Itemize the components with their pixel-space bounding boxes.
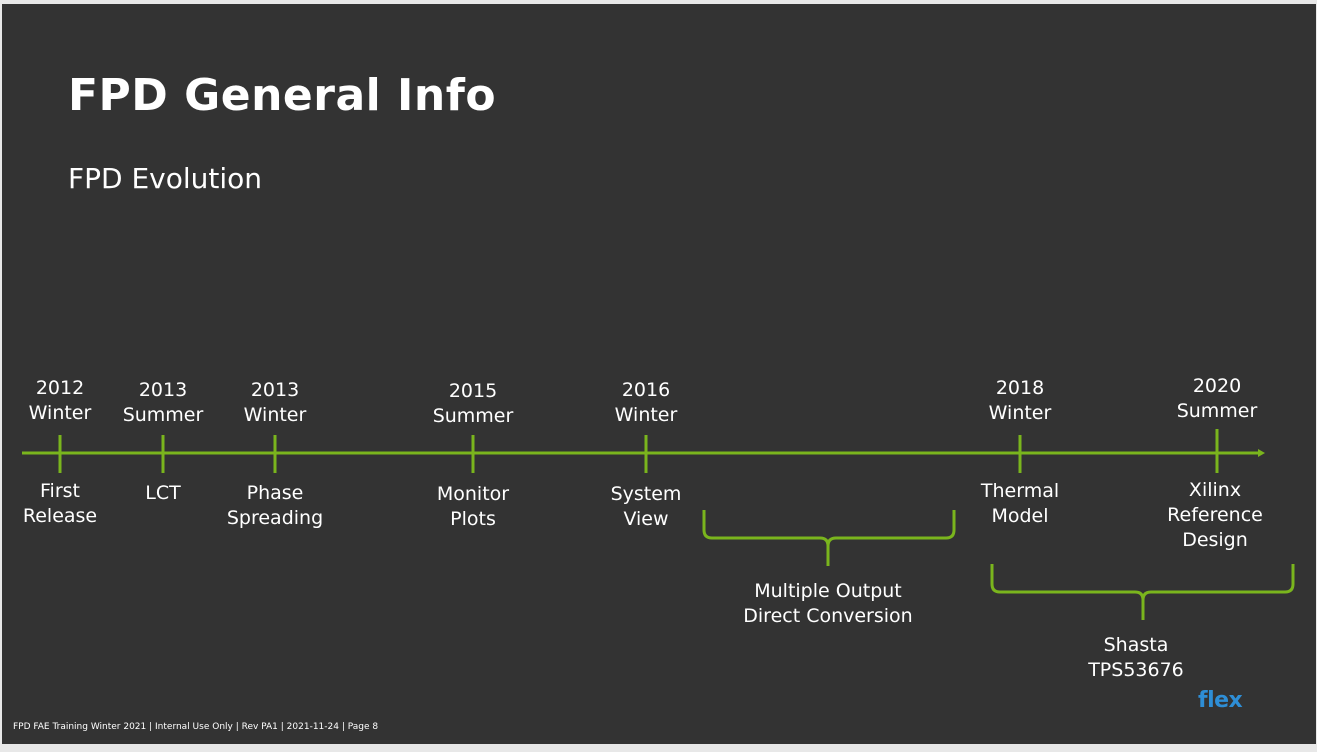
bracket-shasta: [990, 564, 1295, 620]
slide-subtitle: FPD Evolution: [68, 162, 263, 195]
slide-title: FPD General Info: [68, 70, 497, 121]
event-2-label: LCT: [145, 482, 181, 504]
timeline-graphic: [22, 429, 1295, 620]
bracket-multiple-output: [702, 510, 956, 566]
flex-logo: flex: [1198, 688, 1243, 713]
timeline-arrowhead: [1258, 449, 1265, 457]
slide-footer: FPD FAE Training Winter 2021 | Internal …: [13, 722, 379, 732]
